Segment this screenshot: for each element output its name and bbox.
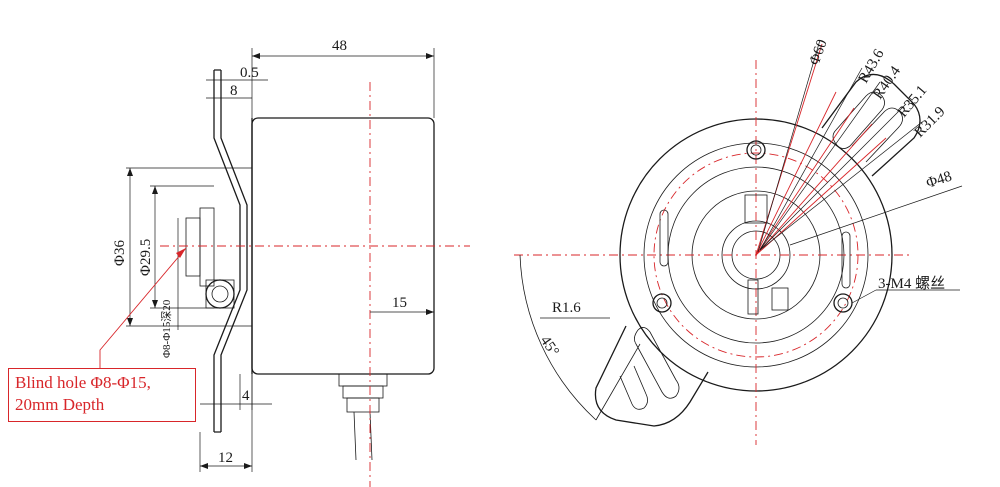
dim-8-label: 8 <box>230 83 238 99</box>
mounting-flange <box>213 69 248 433</box>
mounting-arm-lower <box>594 325 709 427</box>
threaded-hole-right <box>833 293 853 313</box>
screw-head <box>205 279 235 309</box>
side-view: 48 0.5 8 Φ36 Φ29.5 Φ8-Φ15深20 15 4 <box>99 38 470 487</box>
angle-arc <box>519 254 597 421</box>
blind-hole-callout: Blind hole Φ8-Φ15, 20mm Depth <box>8 368 196 422</box>
threaded-hole-left <box>652 293 672 313</box>
threaded-hole-top <box>746 140 766 160</box>
front-view: Φ60 R43.6 R40.4 R35.1 R31.9 Φ48 R1.6 45°… <box>514 37 963 445</box>
mounting-arm-upper <box>821 73 921 177</box>
callout-leader <box>99 247 187 368</box>
dim-3-m4-label: 3-M4 螺丝 <box>878 275 945 292</box>
dim-r1-6-label: R1.6 <box>552 300 581 316</box>
dim-4-label: 4 <box>242 388 250 404</box>
dim-phi48-label: Φ48 <box>924 169 954 192</box>
dim-45-deg-label: 45° <box>537 333 562 359</box>
dim-48-label: 48 <box>332 38 347 54</box>
dim-0-5-label: 0.5 <box>240 65 259 81</box>
callout-line-2: 20mm Depth <box>15 395 105 414</box>
dim-blind-hole-label: Φ8-Φ15深20 <box>160 299 173 358</box>
callout-line-1: Blind hole Φ8-Φ15, <box>15 373 151 392</box>
dim-phi60-label: Φ60 <box>807 37 831 67</box>
dim-15-label: 15 <box>392 295 407 311</box>
dim-phi29-5-label: Φ29.5 <box>138 239 154 276</box>
cable-gland <box>338 373 388 387</box>
dim-12-label: 12 <box>218 450 233 466</box>
dim-phi36-label: Φ36 <box>112 240 128 266</box>
